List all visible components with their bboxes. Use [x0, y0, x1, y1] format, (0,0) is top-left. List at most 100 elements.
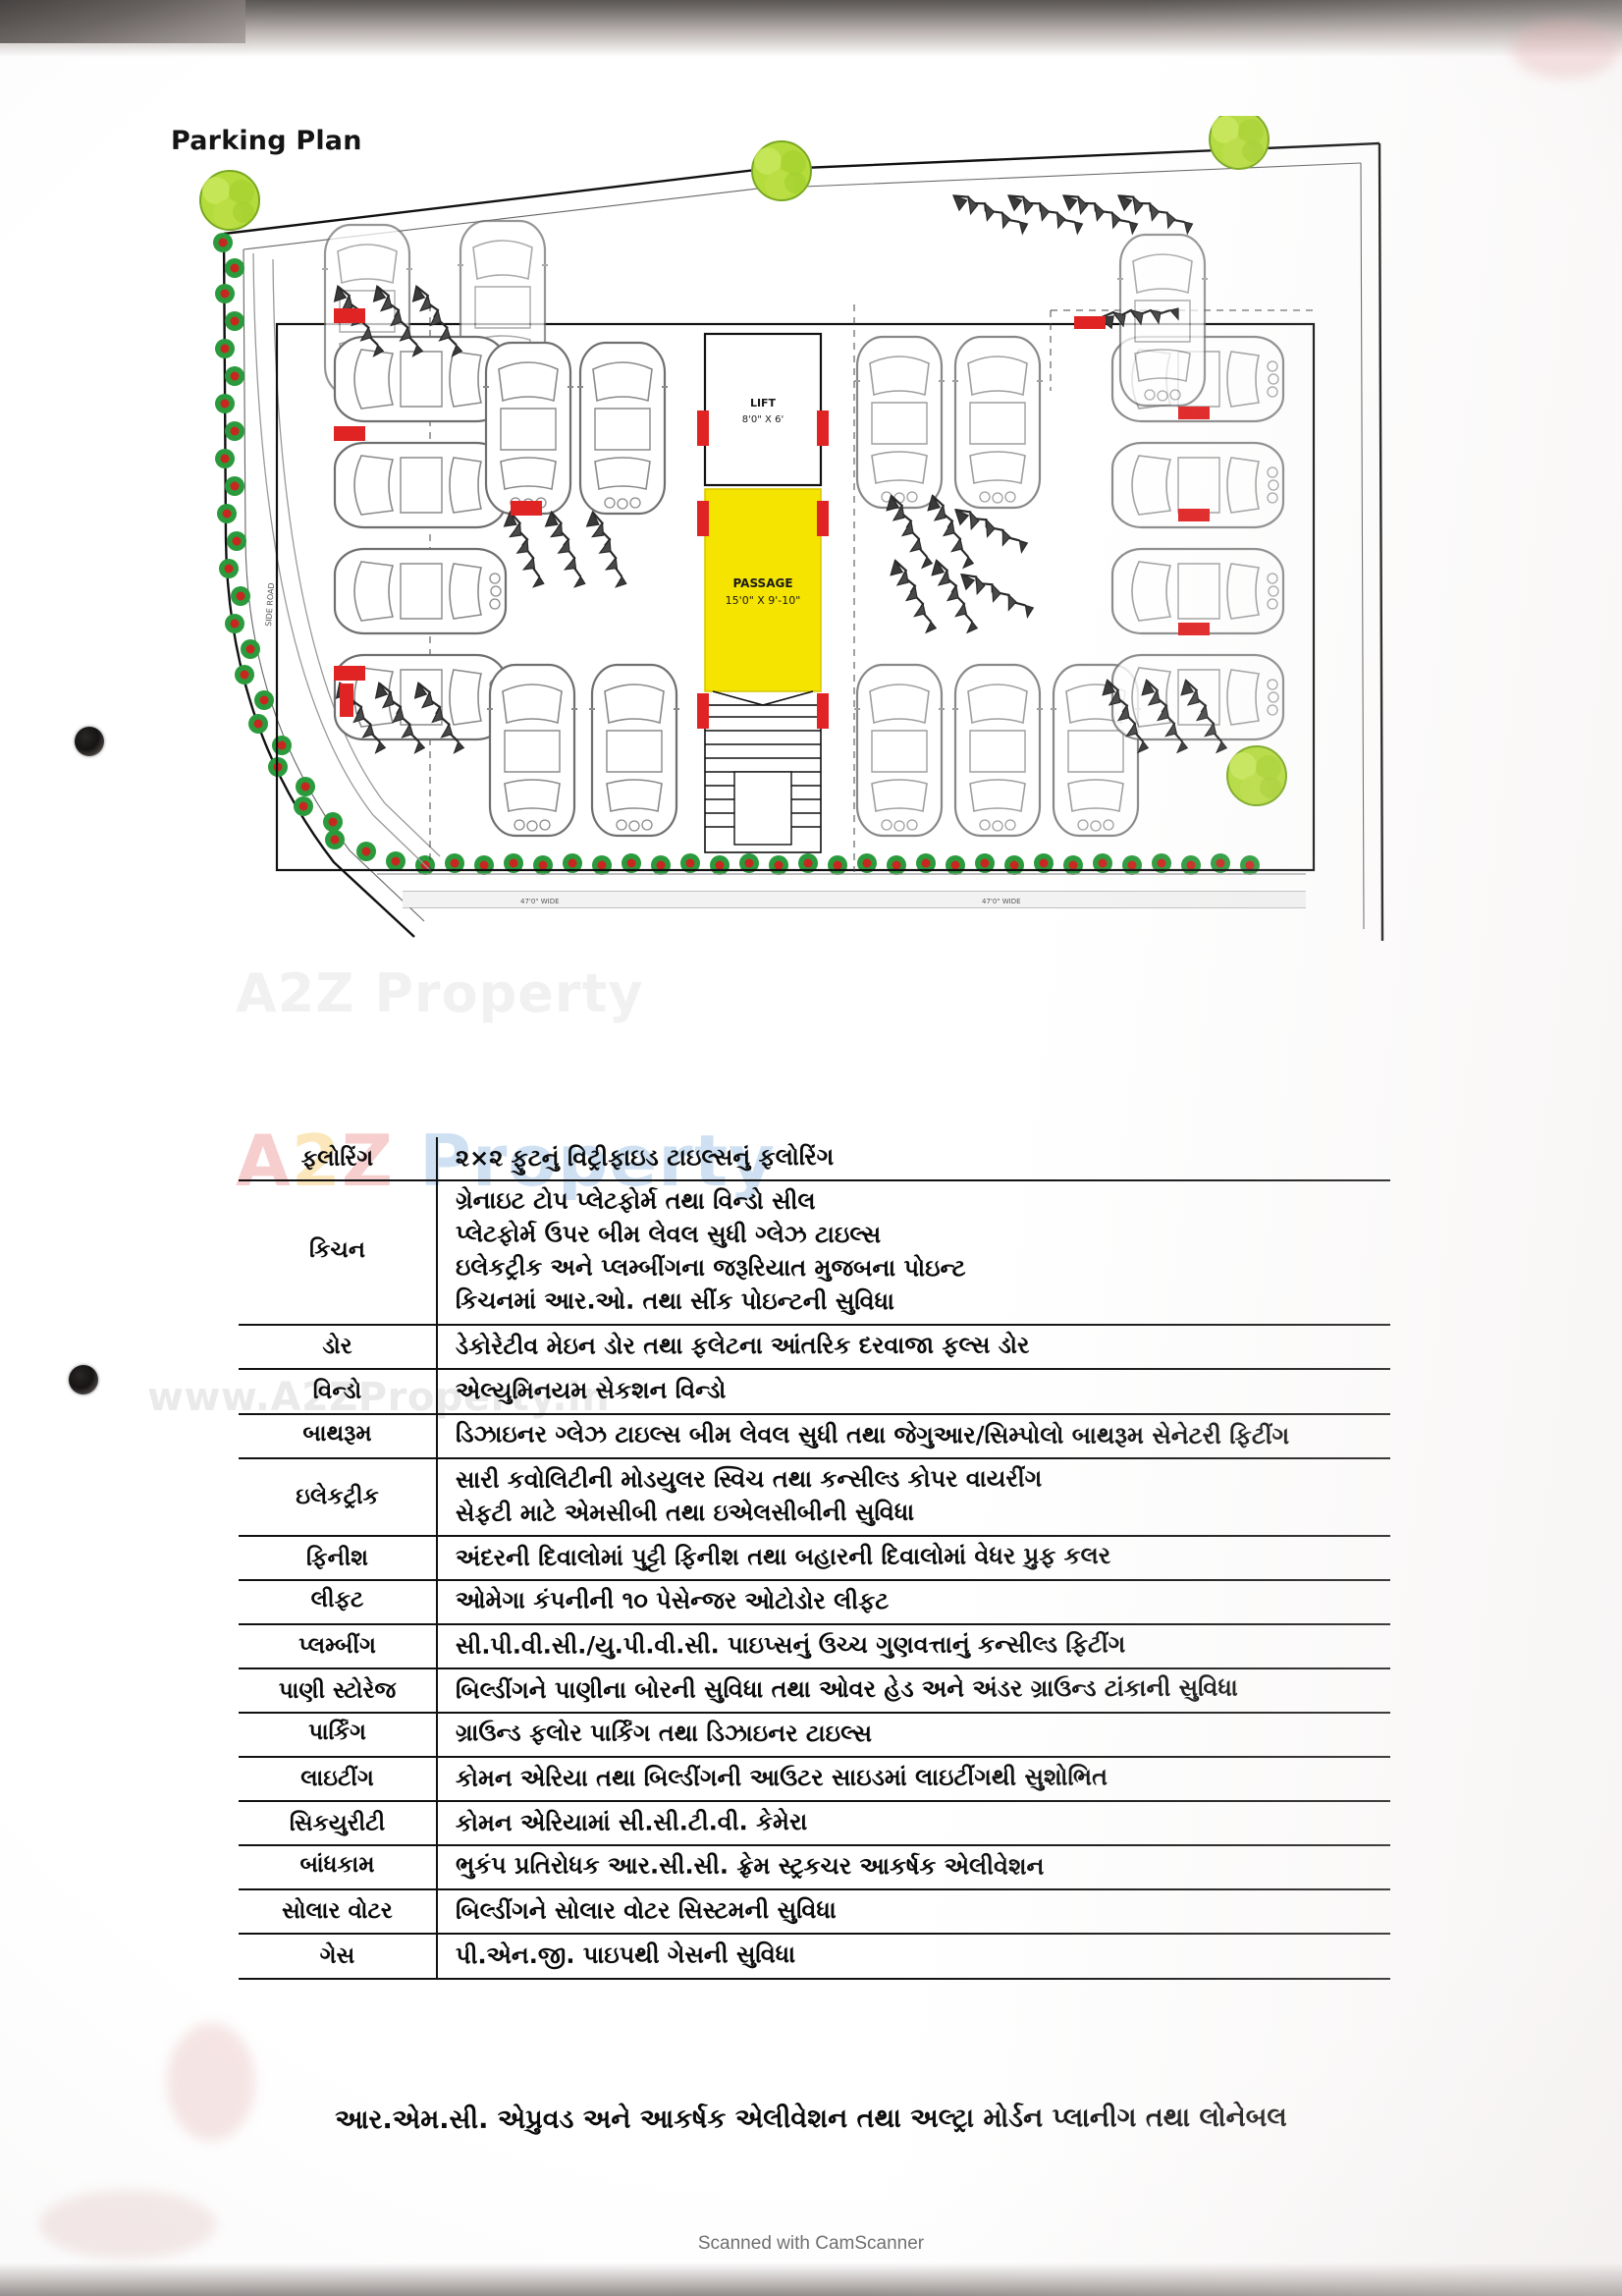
spec-value-cell: ૨×૨ ફુટનું વિટ્રીફાઇડ ટાઇલ્સનું ફલોરિંગ	[436, 1134, 1391, 1182]
spec-value-line: અંદરની દિવાલોમાં પુટ્ટી ફિનીશ તથા બહારની…	[455, 1541, 1111, 1572]
table-row: પાર્કિંગ ગ્રાઉન્ડ ફલોર પાર્કિંગ તથા ડિઝાઇ…	[238, 1711, 1391, 1759]
spec-value-cell: સારી કવોલિટીની મોડયુલર સ્વિચ તથા કન્સીલ્…	[436, 1456, 1391, 1537]
table-row: વિન્ડો એલ્યુમિનયમ સેકશન વિન્ડો	[238, 1367, 1391, 1416]
table-row: સિકયુરીટી કોમન એરિયામાં સી.સી.ટી.વી. કેમે…	[238, 1799, 1391, 1848]
car	[852, 335, 946, 510]
specification-table: ફલોરિંગ ૨×૨ ફુટનું વિટ્રીફાઇડ ટાઇલ્સનું ફ…	[238, 1134, 1391, 1981]
lift-block: LIFT 8'0" X 6'	[703, 332, 823, 487]
car	[481, 341, 575, 516]
spec-label-cell: લીફટ	[238, 1578, 438, 1624]
spec-label-cell: સિકયુરીટી	[238, 1802, 438, 1848]
car	[950, 335, 1045, 510]
car	[333, 547, 508, 635]
specification-table-body: ફલોરિંગ ૨×૨ ફુટનું વિટ્રીફાઇડ ટાઇલ્સનું ફ…	[238, 1134, 1391, 1981]
passage-size: 15'0" X 9'-10"	[726, 594, 801, 607]
spec-value-cell: ગ્રાઉન્ડ ફલોર પાર્કિંગ તથા ડિઝાઇનર ટાઇલ્…	[436, 1712, 1391, 1759]
punch-hole-upper	[75, 727, 104, 756]
table-row: બાંધકામ ભુકંપ પ્રતિરોધક આર.સી.સી. ફ્રેમ સ…	[238, 1844, 1391, 1891]
spec-label-cell: બાંધકામ	[238, 1844, 438, 1889]
red-markers	[334, 308, 1210, 729]
spec-label-cell: સોલાર વોટર	[238, 1890, 438, 1936]
spec-value-line: કોમન એરિયામાં સી.સી.ટી.વી. કેમેરા	[455, 1808, 808, 1837]
tree	[199, 170, 260, 231]
car	[575, 341, 670, 516]
car	[1110, 547, 1285, 635]
spec-label-cell: પ્લમ્બીંગ	[238, 1624, 438, 1670]
tree	[751, 140, 812, 201]
spec-label-cell: કિચન	[238, 1178, 438, 1325]
table-row: ગેસ પી.એન.જી. પાઇપથી ગેસની સુવિધા	[238, 1932, 1391, 1981]
spec-value-line: ઓમેગા કંપનીની ૧૦ પેસેન્જર ઓટોડોર લીફટ	[455, 1586, 890, 1615]
spec-label-cell: ગેસ	[238, 1935, 438, 1981]
table-row: પ્લમ્બીંગ સી.પી.વી.સી./યુ.પી.વી.સી. પાઇપ્…	[238, 1622, 1391, 1670]
spec-value-line: ભુકંપ પ્રતિરોધક આર.સી.સી. ફ્રેમ સ્ટ્રકચર…	[455, 1851, 1045, 1881]
spec-label-cell: ડોર	[238, 1326, 438, 1371]
table-row: ડોર ડેકોરેટીવ મેઇન ડોર તથા ફલેટના આંતરિક …	[238, 1324, 1391, 1371]
lift-size: 8'0" X 6'	[742, 414, 784, 425]
spec-value-line: સારી કવોલિટીની મોડયુલર સ્વિચ તથા કન્સીલ્…	[455, 1464, 1043, 1494]
table-row: સોલાર વોટર બિલ્ડીંગને સોલાર વોટર સિસ્ટમની…	[238, 1888, 1391, 1936]
spec-label-cell: પાણી સ્ટોરેજ	[238, 1669, 438, 1716]
passage-block: PASSAGE 15'0" X 9'-10"	[704, 488, 822, 692]
spec-value-line: ડિઝાઇનર ગ્લેઝ ટાઇલ્સ બીમ લેવલ સુધી તથા જ…	[455, 1419, 1290, 1449]
tree	[1226, 745, 1287, 806]
staircase	[704, 690, 822, 853]
spec-value-line: પી.એન.જી. પાઇપથી ગેસની સુવિધા	[455, 1941, 796, 1970]
road-label-bottom-right: 47'0" WIDE	[982, 898, 1021, 905]
camscanner-note: Scanned with CamScanner	[697, 2233, 925, 2254]
spec-value-line: બિલ્ડીંગને પાણીના બોરની સુવિધા તથા ઓવર હ…	[455, 1673, 1238, 1705]
spec-label-cell: લાઇટીંગ	[238, 1757, 438, 1803]
spec-value-line: સેફટી માટે એમસીબી તથા ઇએલસીબીની સુવિધા	[456, 1498, 915, 1527]
spec-value-line: ઇલેકટ્રીક અને પ્લમ્બીંગના જરૂરિયાત મુજબન…	[455, 1253, 966, 1283]
spec-value-line: ગ્રાઉન્ડ ફલોર પાર્કિંગ તથા ડિઝાઇનર ટાઇલ્…	[455, 1719, 873, 1748]
spec-value-cell: ઓમેગા કંપનીની ૧૦ પેસેન્જર ઓટોડોર લીફટ	[436, 1579, 1391, 1626]
spec-label-cell: ફલોરિંગ	[238, 1138, 438, 1183]
spec-value-cell: ડિઝાઇનર ગ્લેઝ ટાઇલ્સ બીમ લેવલ સુધી તથા જ…	[436, 1412, 1391, 1459]
spec-label-cell: બાથરૂમ	[238, 1412, 438, 1457]
parking-plan-drawing: 47'0" WIDE 47'0" WIDE SIDE ROAD	[167, 116, 1463, 1059]
table-row: બાથરૂમ ડિઝાઇનર ગ્લેઝ ટાઇલ્સ બીમ લેવલ સુધી…	[238, 1412, 1391, 1459]
tree	[1209, 116, 1270, 170]
punch-hole-lower	[69, 1365, 98, 1394]
spec-label-cell: ઇલેકટ્રીક	[238, 1458, 438, 1538]
spec-value-line: ૨×૨ ફુટનું વિટ્રીફાઇડ ટાઇલ્સનું ફલોરિંગ	[455, 1142, 835, 1173]
passage-label: PASSAGE	[732, 576, 792, 590]
scan-edge-bottom	[0, 2263, 1622, 2296]
spec-value-cell: એલ્યુમિનયમ સેકશન વિન્ડો	[436, 1367, 1391, 1415]
spec-label-cell: પાર્કિંગ	[238, 1711, 438, 1757]
table-row: લીફટ ઓમેગા કંપનીની ૧૦ પેસેન્જર ઓટોડોર લીફ…	[238, 1578, 1391, 1626]
spec-value-cell: કોમન એરિયા તથા બિલ્ડીંગની આઉટર સાઇડમાં લ…	[436, 1755, 1391, 1803]
scan-edge-top	[0, 0, 1622, 57]
car	[333, 441, 508, 529]
lift-label: LIFT	[750, 397, 777, 410]
spec-value-cell: કોમન એરિયામાં સી.સી.ટી.વી. કેમેરા	[436, 1799, 1391, 1847]
spec-value-cell: ડેકોરેટીવ મેઇન ડોર તથા ફલેટના આંતરિક દરવ…	[436, 1324, 1391, 1371]
spec-value-cell: બિલ્ડીંગને સોલાર વોટર સિસ્ટમની સુવિધા	[436, 1888, 1391, 1936]
bike-row-top	[947, 186, 1194, 243]
table-row: ઇલેકટ્રીક સારી કવોલિટીની મોડયુલર સ્વિચ તથ…	[238, 1456, 1391, 1538]
spec-value-line: ડેકોરેટીવ મેઇન ડોર તથા ફલેટના આંતરિક દરવ…	[455, 1331, 1030, 1361]
footer-note: આર.એમ.સી. એપ્રુવડ અને આકર્ષક એલીવેશન તથા…	[335, 2102, 1287, 2136]
car	[852, 663, 946, 838]
spec-value-cell: ભુકંપ પ્રતિરોધક આર.સી.સી. ફ્રેમ સ્ટ્રકચર…	[436, 1844, 1391, 1891]
spec-value-cell: સી.પી.વી.સી./યુ.પી.વી.સી. પાઇપ્સનું ઉચ્ચ…	[436, 1622, 1391, 1669]
car	[950, 663, 1045, 838]
spec-value-line: બિલ્ડીંગને સોલાર વોટર સિસ્ટમની સુવિધા	[455, 1896, 837, 1926]
spec-value-line: સી.પી.વી.સી./યુ.પી.વી.સી. પાઇપ્સનું ઉચ્ચ…	[455, 1630, 1126, 1660]
spec-value-line: કિચનમાં આર.ઓ. તથા સીંક પોઇન્ટની સુવિધા	[455, 1286, 894, 1316]
table-row: પાણી સ્ટોરેજ બિલ્ડીંગને પાણીના બોરની સુવિ…	[238, 1666, 1391, 1716]
bike-cluster-right-upper	[881, 490, 1035, 637]
spec-value-line: એલ્યુમિનયમ સેકશન વિન્ડો	[455, 1376, 727, 1405]
bike-row-middle	[499, 508, 627, 591]
spec-label-cell: વિન્ડો	[238, 1370, 438, 1416]
road-label-bottom-left: 47'0" WIDE	[520, 898, 560, 905]
car	[1115, 233, 1210, 408]
spec-value-cell: પી.એન.જી. પાઇપથી ગેસની સુવિધા	[436, 1932, 1391, 1980]
spec-value-cell: બિલ્ડીંગને પાણીના બોરની સુવિધા તથા ઓવર હ…	[436, 1666, 1391, 1715]
table-row: ફલોરિંગ ૨×૨ ફુટનું વિટ્રીફાઇડ ટાઇલ્સનું ફ…	[238, 1134, 1391, 1183]
